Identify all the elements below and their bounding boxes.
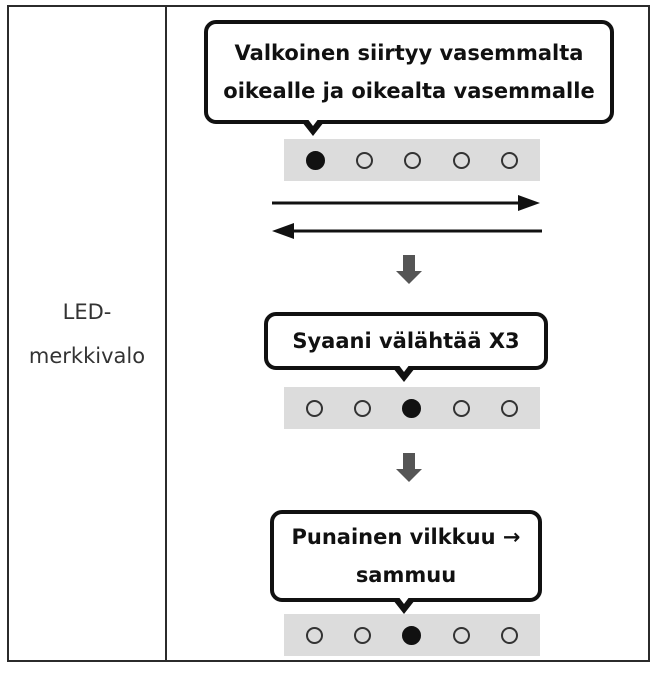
led-4: [452, 399, 470, 417]
led-3: [402, 625, 422, 645]
led-1: [305, 626, 323, 644]
arrow-left-icon: [272, 223, 542, 239]
led-2: [356, 151, 374, 169]
arrow-down-icon: [396, 453, 422, 482]
led-1: [305, 150, 325, 170]
step-1-led-bar: [284, 139, 540, 181]
led-5: [501, 626, 519, 644]
led-3: [404, 151, 422, 169]
step-1-callout-tail: [302, 118, 324, 136]
table-frame: [7, 5, 650, 662]
step-3-text: Punainen vilkkuu → sammuu: [291, 525, 521, 587]
step-2-led-bar: [284, 387, 540, 429]
step-3-callout-tail: [393, 596, 415, 614]
led-2: [354, 626, 372, 644]
row-label-line-1: LED-: [62, 300, 112, 324]
step-3-callout: Punainen vilkkuu → sammuu: [270, 510, 542, 602]
led-5: [501, 399, 519, 417]
step-1-text: Valkoinen siirtyy vasemmalta oikealle ja…: [223, 41, 595, 103]
led-5: [501, 151, 519, 169]
led-2: [354, 399, 372, 417]
column-divider: [165, 5, 167, 662]
row-label-line-2: merkkivalo: [28, 344, 146, 368]
led-4: [452, 151, 470, 169]
step-2-callout-tail: [393, 364, 415, 382]
led-3: [402, 398, 422, 418]
step-1-callout: Valkoinen siirtyy vasemmalta oikealle ja…: [204, 20, 614, 124]
led-1: [305, 399, 323, 417]
arrow-down-icon: [396, 255, 422, 284]
row-label: LED- merkkivalo: [9, 290, 165, 378]
led-4: [452, 626, 470, 644]
step-3-led-bar: [284, 614, 540, 656]
step-2-text: Syaani välähtää X3: [292, 329, 520, 353]
step-2-callout: Syaani välähtää X3: [264, 312, 548, 370]
arrow-right-icon: [272, 195, 540, 211]
